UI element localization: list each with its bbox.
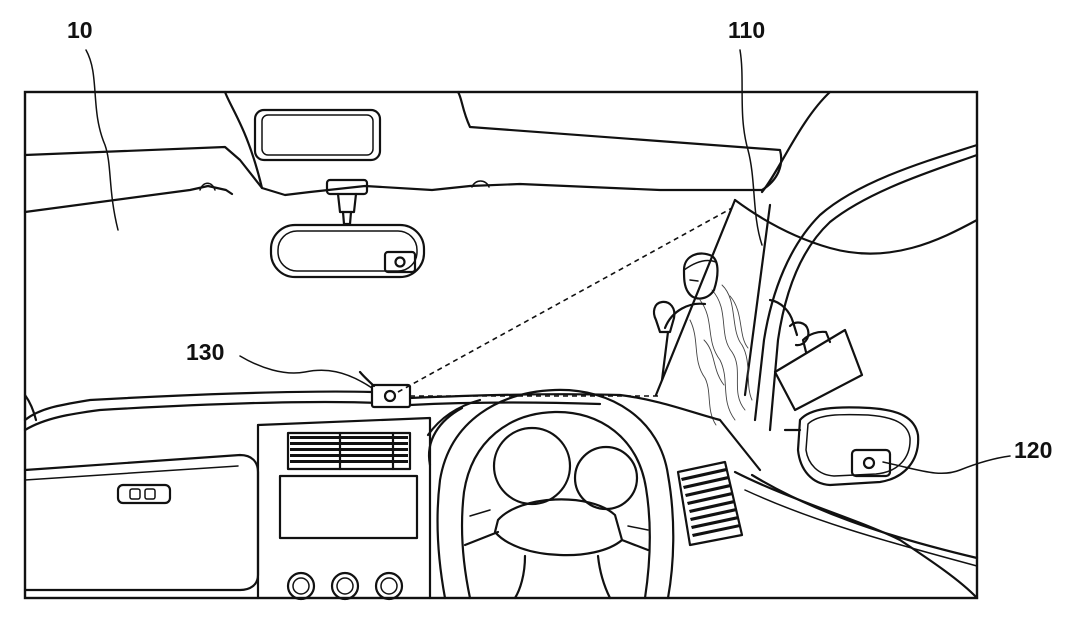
headliner: [23, 90, 783, 214]
leader-120: [882, 455, 1011, 475]
glove-box: [23, 453, 260, 592]
door-line-inner: [744, 489, 978, 567]
pedestrian: [652, 252, 810, 382]
door-line: [750, 473, 979, 560]
leader-110: [739, 49, 763, 246]
side-mirror: [783, 406, 920, 487]
right-dash-panel: [733, 470, 979, 600]
rear-view-mirror: [269, 178, 426, 279]
right-vent: [676, 460, 744, 547]
dashboard: [23, 390, 762, 472]
briefcase: [773, 328, 864, 412]
label-130: 130: [186, 339, 224, 365]
leader-10: [85, 49, 119, 231]
label-110: 110: [728, 17, 765, 43]
leader-130: [239, 355, 373, 389]
figure-frame: [23, 90, 979, 600]
overhead-console-inner: [261, 114, 374, 156]
center-stack: [256, 416, 432, 601]
label-10: 10: [67, 17, 93, 43]
camera-field-of-view: [397, 207, 733, 397]
steering-wheel: [426, 388, 675, 600]
label-120: 120: [1014, 437, 1052, 463]
overhead-console: [253, 108, 382, 162]
